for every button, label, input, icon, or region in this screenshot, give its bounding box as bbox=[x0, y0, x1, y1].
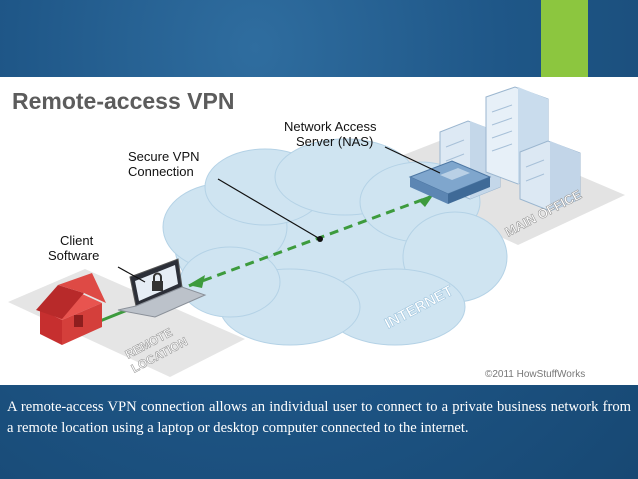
lock-icon bbox=[152, 272, 163, 291]
diagram-title: Remote-access VPN bbox=[12, 88, 234, 114]
vpn-diagram: Remote-access VPN bbox=[0, 77, 638, 385]
house-icon bbox=[36, 273, 106, 345]
internet-cloud bbox=[162, 138, 508, 346]
vpn-label-line2: Connection bbox=[128, 164, 194, 179]
client-label-line2: Software bbox=[48, 248, 99, 263]
nas-label-line2: Server (NAS) bbox=[296, 134, 373, 149]
tunnel-arrow-left bbox=[188, 275, 205, 288]
callout-lines bbox=[117, 146, 441, 283]
tunnel-arrow-right bbox=[418, 194, 434, 207]
accent-bar bbox=[541, 0, 588, 77]
client-label-line1: Client bbox=[60, 233, 94, 248]
callout-dot bbox=[317, 236, 323, 242]
slide-caption: A remote-access VPN connection allows an… bbox=[7, 399, 631, 436]
nas-label-line1: Network Access bbox=[284, 119, 377, 134]
nas-server-device bbox=[408, 160, 492, 204]
vpn-label-line1: Secure VPN bbox=[128, 149, 200, 164]
copyright-text: ©2011 HowStuffWorks bbox=[485, 369, 585, 380]
vpn-tunnel-line bbox=[174, 195, 431, 293]
